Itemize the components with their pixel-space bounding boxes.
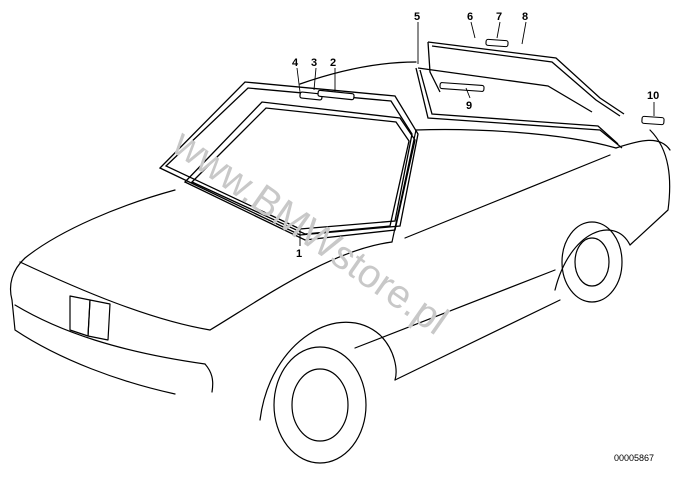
part-label-5: 5	[414, 11, 420, 23]
part-label-2: 2	[330, 57, 336, 69]
diagram-code: 00005867	[614, 453, 654, 463]
part-label-6: 6	[467, 11, 473, 23]
side-window-moulding-strips	[439, 38, 665, 126]
car-body-outline	[9, 61, 671, 464]
part-label-3: 3	[311, 57, 317, 69]
part-label-10: 10	[647, 90, 659, 102]
windshield-upper-moulding	[299, 89, 355, 101]
leader-lines	[296, 21, 655, 246]
part-label-1: 1	[296, 248, 302, 260]
part-label-9: 9	[466, 100, 472, 112]
part-label-4: 4	[292, 57, 299, 69]
part-label-7: 7	[496, 11, 502, 23]
part-label-8: 8	[522, 11, 528, 23]
side-window-seal	[415, 41, 625, 149]
